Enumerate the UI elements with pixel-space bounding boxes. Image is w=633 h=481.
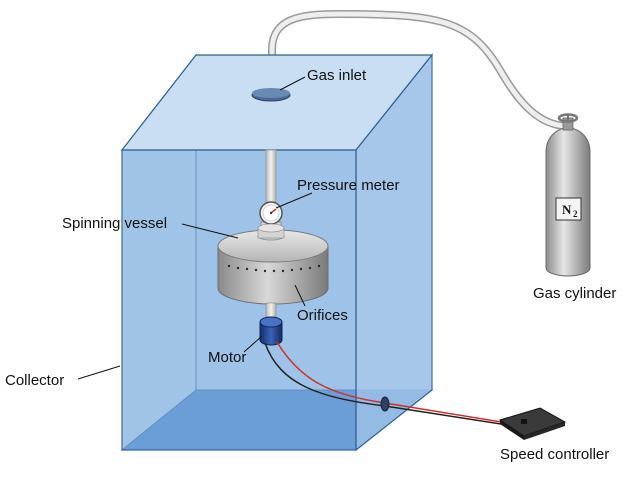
leader-lines	[77, 76, 313, 380]
speed-controller	[498, 407, 567, 440]
motor	[259, 316, 283, 346]
gas-hose	[268, 9, 570, 130]
label-pressure-meter: Pressure meter	[297, 177, 400, 194]
spinning-vessel	[217, 223, 329, 305]
motor-wires	[264, 341, 521, 428]
label-gas-inlet: Gas inlet	[307, 67, 367, 84]
label-spinning-vessel: Spinning vessel	[62, 215, 167, 232]
cylinder-gas-label: N	[562, 202, 572, 217]
label-motor: Motor	[208, 349, 246, 366]
shaft	[265, 302, 277, 318]
gas-cylinder	[545, 113, 591, 277]
label-speed-controller: Speed controller	[500, 446, 609, 463]
orifices	[227, 264, 321, 273]
label-collector: Collector	[5, 372, 64, 389]
label-gas-cylinder: Gas cylinder	[533, 285, 616, 302]
cylinder-valve-icon	[557, 113, 579, 123]
wire-port	[380, 396, 390, 412]
feed-pipe	[265, 149, 277, 203]
label-orifices: Orifices	[297, 307, 348, 324]
gas-inlet	[251, 88, 291, 102]
cylinder-gas-subscript: 2	[573, 209, 578, 219]
